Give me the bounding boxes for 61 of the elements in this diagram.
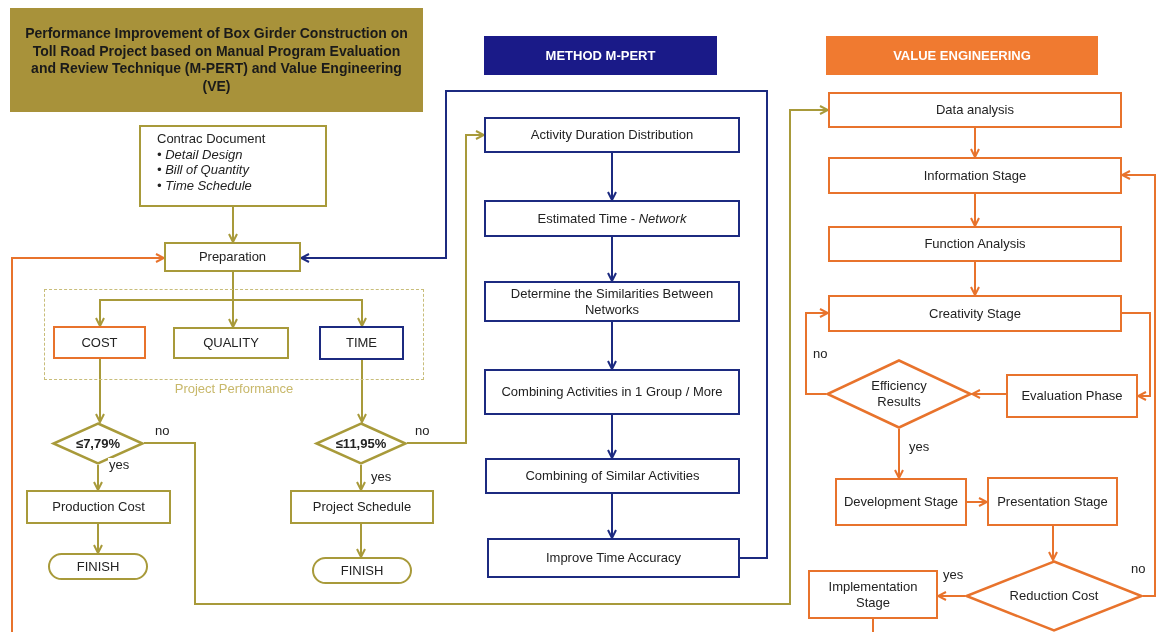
document-box: Contrac Document • Detail Design • Bill of Quantity • Time Schedule <box>139 125 327 207</box>
arrow <box>300 90 768 559</box>
terminator: FINISH <box>312 557 412 584</box>
process-box: Estimated Time - Network <box>484 200 740 237</box>
process-box: COST <box>53 326 146 359</box>
arrow <box>607 414 617 459</box>
arrow <box>1048 525 1058 561</box>
process-box: Development Stage <box>835 478 967 526</box>
decision-label: ≤11,95% <box>335 435 387 452</box>
arrow <box>93 464 103 491</box>
process-box: Creativity Stage <box>828 295 1122 332</box>
arrow <box>356 464 366 491</box>
arrow <box>1121 170 1156 597</box>
process-box: Combining of Similar Activities <box>485 458 740 494</box>
decision-label: Efficiency Results <box>870 378 928 410</box>
arrow <box>607 152 617 201</box>
arrow <box>406 130 485 444</box>
process-box: QUALITY <box>173 327 289 359</box>
decision-label: Reduction Cost <box>1009 588 1099 604</box>
arrow <box>607 321 617 370</box>
arrow <box>143 105 829 605</box>
process-box: Information Stage <box>828 157 1122 194</box>
process-box: Production Cost <box>26 490 171 524</box>
process-box: Implementation Stage <box>808 570 938 619</box>
arrow <box>966 497 988 507</box>
edge-label: yes <box>108 458 131 473</box>
process-box: Activity Duration Distribution <box>484 117 740 153</box>
arrow <box>607 236 617 282</box>
arrow <box>607 493 617 539</box>
decision-label: ≤7,79% <box>76 435 120 452</box>
arrow <box>357 359 367 423</box>
process-box: Function Analysis <box>828 226 1122 262</box>
terminator: FINISH <box>48 553 148 580</box>
arrow <box>971 389 1007 399</box>
arrow <box>228 206 238 243</box>
arrow <box>93 523 103 554</box>
arrow <box>970 193 980 227</box>
process-box: Data analysis <box>828 92 1122 128</box>
section-header: METHOD M-PERT <box>484 36 717 75</box>
section-header: VALUE ENGINEERING <box>826 36 1098 75</box>
connector-line <box>872 618 874 632</box>
arrow <box>1121 312 1151 401</box>
arrow <box>970 127 980 158</box>
arrow <box>937 591 966 601</box>
process-box: Evaluation Phase <box>1006 374 1138 418</box>
title-banner: Performance Improvement of Box Girder Construction on Toll Road Project based on Manual Program Evaluation and Review Technique (M-PERT) and Value Engineering (VE) <box>10 8 423 112</box>
arrow <box>356 523 366 558</box>
process-box: Determine the Similarities Between Networks <box>484 281 740 322</box>
process-box: TIME <box>319 326 404 360</box>
group-label: Project Performance <box>173 381 295 397</box>
process-box: Improve Time Accuracy <box>487 538 740 578</box>
arrow <box>805 308 829 395</box>
process-box: Combining Activities in 1 Group / More <box>484 369 740 415</box>
process-box: Preparation <box>164 242 301 272</box>
arrow <box>232 271 367 327</box>
arrow <box>970 261 980 296</box>
arrow <box>11 253 165 632</box>
arrow <box>95 358 105 423</box>
process-box: Project Schedule <box>290 490 434 524</box>
arrow <box>894 428 904 479</box>
process-box: Presentation Stage <box>987 477 1118 526</box>
